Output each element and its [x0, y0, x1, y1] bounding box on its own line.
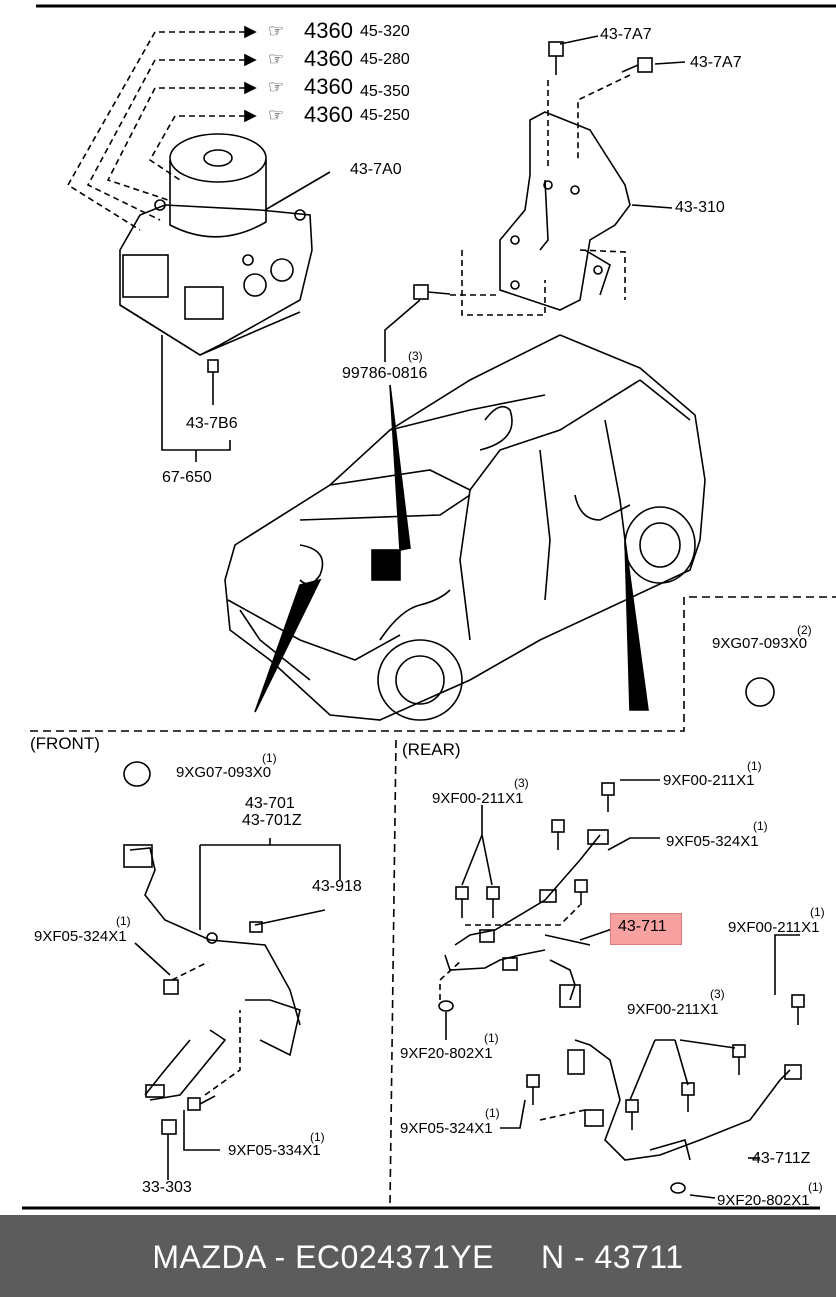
bolt-33-303 [161, 1119, 177, 1135]
label-43-701: 43-701 [245, 795, 295, 812]
qty-9XF05-rear: (1) [753, 819, 768, 833]
qty-9XF05-rear2: (1) [485, 1106, 500, 1120]
label-43-7A7-b: 43-7A7 [690, 54, 742, 71]
arrow-abs [389, 384, 411, 551]
book-icon-2: ☞ [268, 49, 285, 69]
label-43-7B6: 43-7B6 [186, 415, 238, 432]
qty-9XG07-front: (1) [262, 751, 277, 765]
qty-9XF00-a: (3) [514, 776, 529, 790]
ref-45-320: 45-320 [360, 23, 410, 40]
cap-9XG07-front [123, 761, 151, 787]
qty-9XF00-b: (1) [747, 759, 762, 773]
abs-ref-arrows [244, 25, 257, 123]
ref-4360-3: 4360 [304, 74, 353, 99]
rear-wheel-speed-sensor-harness-43-711 [444, 829, 609, 1008]
label-9XF00-211X1-a: 9XF00-211X1 [432, 790, 524, 807]
rear-section-divider [389, 739, 397, 1206]
arrow-rear-wheel [624, 539, 649, 711]
qty-9XF20-a: (1) [484, 1031, 499, 1045]
ref-45-350: 45-350 [360, 83, 410, 100]
footer-bar: MAZDA - EC024371YE N - 43711 [0, 1215, 836, 1297]
label-9XF05-324X1-front: 9XF05-324X1 [34, 928, 127, 945]
rear-section-title: (REAR) [402, 740, 461, 759]
label-9XG07-front: 9XG07-093X0 [176, 764, 272, 781]
abs-ref-leaders [66, 31, 245, 231]
label-9XF20-802X1-b: 9XF20-802X1 [717, 1192, 810, 1209]
qty-9XF05-334: (1) [310, 1130, 325, 1144]
book-icon-1: ☞ [268, 21, 285, 41]
label-99786-0816: 99786-0816 [342, 365, 428, 382]
ref-4360-2: 4360 [304, 46, 353, 71]
front-section-border [30, 596, 836, 732]
label-43-701Z: 43-701Z [242, 812, 302, 829]
arrow-front-wheel [254, 578, 322, 713]
qty-9XF00-d: (3) [710, 987, 725, 1001]
qty-9XF20-b: (1) [808, 1180, 823, 1194]
cap-9XG07-rear [745, 677, 775, 707]
bolt-43-7B6 [207, 359, 219, 405]
label-43-7A7-a: 43-7A7 [600, 26, 652, 43]
label-43-310: 43-310 [675, 199, 725, 216]
label-43-7A0: 43-7A0 [350, 161, 402, 178]
vehicle-illustration [224, 334, 706, 721]
label-67-650: 67-650 [162, 469, 212, 486]
bolt-99786-0816 [413, 284, 451, 300]
label-9XF20-802X1-a: 9XF20-802X1 [400, 1045, 493, 1062]
label-9XF05-334X1: 9XF05-334X1 [228, 1142, 321, 1159]
label-9XF00-211X1-b: 9XF00-211X1 [663, 772, 755, 789]
footer-part-number: MAZDA - EC024371YE N - 43711 [152, 1239, 684, 1275]
qty-99786: (3) [408, 349, 423, 363]
label-9XF00-211X1-c: 9XF00-211X1 [728, 919, 820, 936]
front-wheel-speed-sensor-harness [123, 844, 301, 1101]
label-9XF00-211X1-d: 9XF00-211X1 [627, 1001, 719, 1018]
qty-9XF05-front: (1) [116, 914, 131, 928]
bolt-9XF05-334X1 [187, 1097, 201, 1111]
ref-4360-1: 4360 [304, 18, 353, 43]
bracket-43-310 [450, 74, 631, 316]
parts-diagram [22, 4, 836, 1210]
bolt-43-7A7-b [621, 57, 653, 73]
ref-45-250: 45-250 [360, 107, 410, 124]
ref-4360-4: 4360 [304, 102, 353, 127]
label-9XG07-rear: 9XG07-093X0 [712, 635, 808, 652]
label-9XF05-324X1-rear: 9XF05-324X1 [666, 833, 759, 850]
label-43-918: 43-918 [312, 878, 362, 895]
label-43-711: 43-711 [618, 918, 667, 935]
highlight-43-711 [610, 913, 682, 945]
abs-hydraulic-unit [119, 133, 313, 356]
label-43-711Z: 43-711Z [752, 1150, 811, 1167]
ref-45-280: 45-280 [360, 51, 410, 68]
label-33-303: 33-303 [142, 1179, 192, 1196]
qty-9XF00-c: (1) [810, 905, 825, 919]
front-section-title: (FRONT) [30, 734, 100, 753]
abs-module-on-vehicle [371, 549, 401, 581]
qty-9XG07-rear: (2) [797, 623, 812, 637]
rear-wheel-speed-sensor-harness-43-711Z [567, 1039, 802, 1161]
bolt-43-7A7-a [548, 41, 564, 75]
book-icon-3: ☞ [268, 77, 285, 97]
book-icon-4: ☞ [268, 105, 285, 125]
label-9XF05-324X1-rear2: 9XF05-324X1 [400, 1120, 493, 1137]
